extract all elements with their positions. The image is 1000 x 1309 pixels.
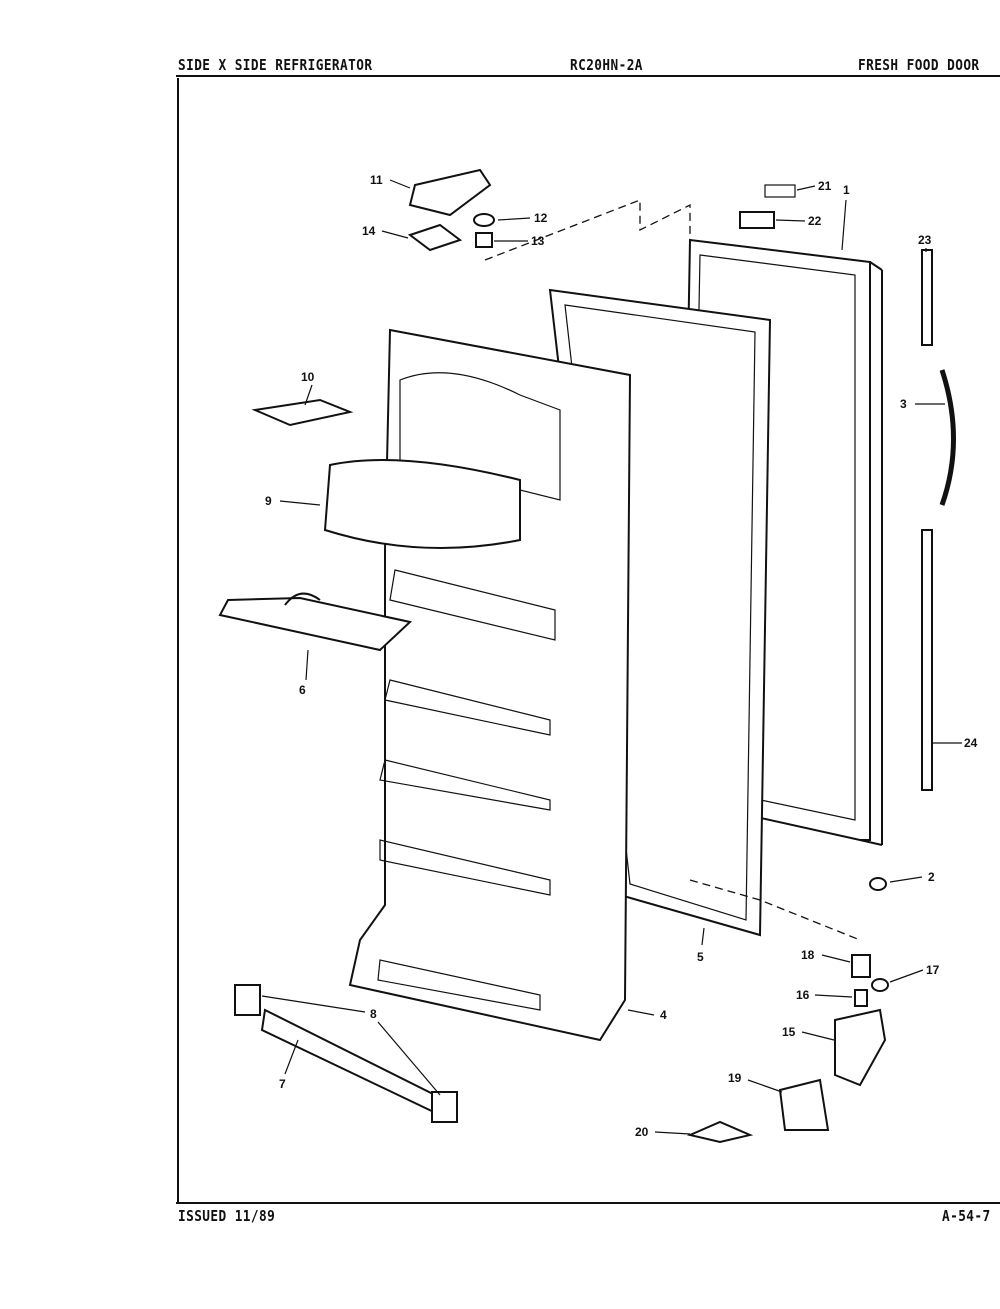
hidden-line: [689, 879, 861, 941]
callout-15: 15: [782, 1025, 796, 1039]
callout-23: 23: [918, 233, 932, 247]
callout-21: 21: [818, 179, 832, 193]
bearing: [851, 954, 871, 978]
callout-22: 22: [808, 214, 822, 228]
callout-10: 10: [301, 370, 315, 384]
trim-side: [921, 529, 933, 791]
door-liner: [348, 328, 632, 1042]
page-code: A-54-7: [942, 1207, 991, 1225]
hinge-pin: [854, 989, 868, 1007]
callout-9: 9: [265, 494, 272, 508]
dairy-door: [323, 459, 521, 549]
callout-12: 12: [534, 211, 548, 225]
plug-button: [869, 877, 887, 891]
hidden-line: [484, 199, 691, 261]
door-handle: [939, 369, 956, 506]
nameplate-bezel: [739, 211, 775, 229]
top-hinge: [407, 168, 492, 252]
butter-door-handle: [251, 398, 354, 427]
callout-24: 24: [964, 736, 978, 750]
egg-tray: [218, 592, 413, 652]
callout-16: 16: [796, 988, 810, 1002]
callout-6: 6: [299, 683, 306, 697]
model-number: RC20HN-2A: [570, 56, 643, 74]
callout-14: 14: [362, 224, 376, 238]
callout-7: 7: [279, 1077, 286, 1091]
callout-11: 11: [370, 173, 383, 187]
trim-top: [921, 249, 933, 346]
end-cap-right: [431, 1091, 458, 1123]
callout-5: 5: [697, 950, 704, 964]
footer-rule: [176, 1202, 1000, 1204]
header-rule: [176, 75, 1000, 77]
product-title: SIDE X SIDE REFRIGERATOR: [178, 56, 373, 74]
bottom-hinge: [834, 1008, 887, 1087]
callout-13: 13: [531, 234, 545, 248]
callout-20: 20: [635, 1125, 649, 1139]
hinge-nut: [475, 232, 493, 248]
callout-1: 1: [843, 183, 850, 197]
callout-8: 8: [370, 1007, 377, 1021]
callout-4: 4: [660, 1008, 667, 1022]
hinge-washer: [473, 213, 495, 227]
washer: [871, 978, 889, 992]
callout-2: 2: [928, 870, 935, 884]
callout-17: 17: [926, 963, 940, 977]
issued-date: ISSUED 11/89: [178, 1207, 276, 1225]
callout-19: 19: [728, 1071, 742, 1085]
section-title: FRESH FOOD DOOR: [858, 56, 980, 74]
end-cap-left: [234, 984, 261, 1016]
callout-18: 18: [801, 948, 815, 962]
callout-3: 3: [900, 397, 907, 411]
nameplate: [764, 184, 796, 198]
leader-lines: [261, 179, 962, 1135]
hinge-cover: [686, 1120, 754, 1144]
hinge-shim: [778, 1078, 830, 1131]
